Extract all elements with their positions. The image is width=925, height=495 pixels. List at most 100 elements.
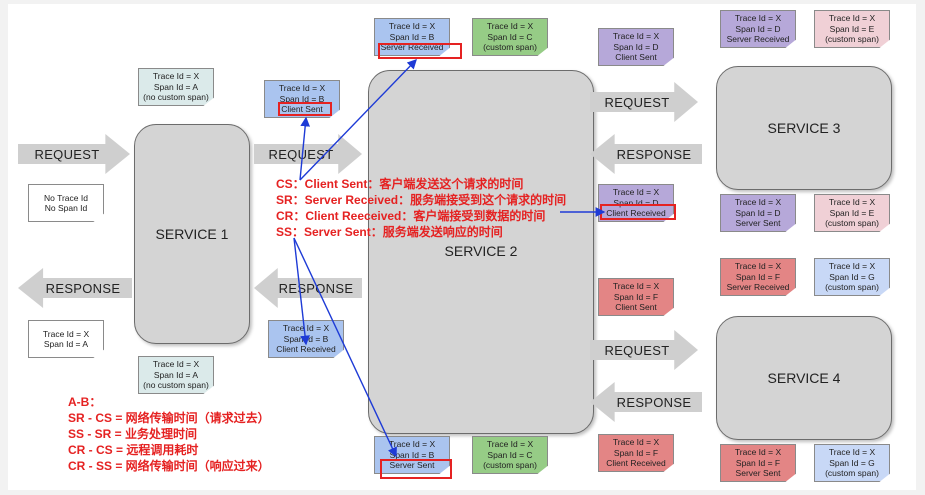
span-note-f-client-sent: Trace Id = X Span Id = F Client Sent bbox=[598, 278, 674, 316]
note-line: Span Id = F bbox=[735, 457, 781, 468]
note-line: Trace Id = X bbox=[828, 197, 876, 208]
note-line: Server Received bbox=[380, 42, 444, 53]
note-line: Span Id = C bbox=[487, 31, 533, 42]
span-note-b-client-received: Trace Id = X Span Id = B Client Received bbox=[268, 320, 344, 358]
span-note-a-bottom: Trace Id = X Span Id = A (no custom span… bbox=[138, 356, 214, 394]
timing-formulas: A-B： SR - CS = 网络传输时间（请求过去） SS - SR = 业务… bbox=[68, 394, 270, 474]
note-line: Span Id = D bbox=[613, 197, 659, 208]
highlight-client-sent bbox=[278, 102, 332, 116]
span-note-a-top: Trace Id = X Span Id = A (no custom span… bbox=[138, 68, 214, 106]
service-1-box: SERVICE 1 bbox=[134, 124, 250, 344]
note-line: Client Received bbox=[606, 208, 666, 219]
note-line: Span Id = E bbox=[829, 207, 875, 218]
note-line: (custom span) bbox=[825, 34, 879, 45]
note-line: (no custom span) bbox=[143, 380, 209, 391]
note-line: Server Received bbox=[726, 282, 790, 293]
span-note-e-bottom: Trace Id = X Span Id = E (custom span) bbox=[814, 194, 890, 232]
span-note-g-top: Trace Id = X Span Id = G (custom span) bbox=[814, 258, 890, 296]
note-line: Trace Id = X bbox=[278, 83, 326, 94]
span-note-g-bottom: Trace Id = X Span Id = G (custom span) bbox=[814, 444, 890, 482]
response-arrow-4-label: RESPONSE bbox=[616, 394, 692, 410]
note-line: (custom span) bbox=[825, 468, 879, 479]
note-line: Span Id = A bbox=[43, 339, 89, 349]
note-line: Span Id = E bbox=[829, 23, 875, 34]
span-note-f-client-received: Trace Id = X Span Id = F Client Received bbox=[598, 434, 674, 472]
note-line: Trace Id = X bbox=[612, 437, 660, 448]
note-line: Span Id = G bbox=[829, 271, 875, 282]
note-line: Trace Id = X bbox=[388, 439, 436, 450]
note-line: Span Id = D bbox=[735, 207, 781, 218]
span-note-b-server-received: Trace Id = X Span Id = B Server Received bbox=[374, 18, 450, 56]
definition-sr: SR：Server Received：服务端接受到这个请求的时间 bbox=[276, 193, 567, 207]
note-line: (custom span) bbox=[825, 282, 879, 293]
note-line: Span Id = A bbox=[153, 81, 199, 92]
request-arrow-4-label: REQUEST bbox=[604, 342, 670, 358]
response-arrow-3: RESPONSE bbox=[590, 134, 702, 174]
highlight-server-received bbox=[378, 43, 462, 59]
highlight-server-sent bbox=[380, 459, 452, 479]
note-line: Client Sent bbox=[615, 52, 657, 63]
request-arrow-2-label: REQUEST bbox=[268, 146, 334, 162]
note-line: Span Id = C bbox=[487, 449, 533, 460]
note-line: (custom span) bbox=[483, 42, 537, 53]
note-line: Trace Id = X bbox=[734, 261, 782, 272]
response-arrow-1: RESPONSE bbox=[18, 268, 132, 308]
note-line: Span Id = B bbox=[389, 31, 435, 42]
request-arrow-2: REQUEST bbox=[254, 134, 362, 174]
note-line: Span Id = F bbox=[735, 271, 781, 282]
note-line: Trace Id = X bbox=[388, 21, 436, 32]
span-note-no-trace: No Trace Id No Span Id bbox=[28, 184, 104, 222]
highlight-client-received bbox=[600, 204, 676, 220]
note-line: Client Sent bbox=[615, 302, 657, 313]
definition-cs: CS：Client Sent：客户端发送这个请求的时间 bbox=[276, 177, 524, 191]
note-line: (custom span) bbox=[825, 218, 879, 229]
note-line: Span Id = B bbox=[389, 449, 435, 460]
note-line: Client Received bbox=[276, 344, 336, 355]
request-arrow-1-label: REQUEST bbox=[34, 146, 100, 162]
span-note-f-server-sent: Trace Id = X Span Id = F Server Sent bbox=[720, 444, 796, 482]
span-note-d-server-received: Trace Id = X Span Id = D Server Received bbox=[720, 10, 796, 48]
span-note-c-bottom: Trace Id = X Span Id = C (custom span) bbox=[472, 436, 548, 474]
span-note-e-top: Trace Id = X Span Id = E (custom span) bbox=[814, 10, 890, 48]
service-2-label: SERVICE 2 bbox=[444, 243, 518, 259]
request-arrow-3: REQUEST bbox=[590, 82, 698, 122]
note-line: Server Received bbox=[726, 34, 790, 45]
response-arrow-3-label: RESPONSE bbox=[616, 146, 692, 162]
response-arrow-2-label: RESPONSE bbox=[278, 280, 354, 296]
service-4-box: SERVICE 4 bbox=[716, 316, 892, 440]
definition-cr: CR：Client Reeceived：客户端接受到数据的时间 bbox=[276, 209, 546, 223]
definition-ss: SS：Server Sent：服务端发送响应的时间 bbox=[276, 225, 503, 239]
note-line: Span Id = F bbox=[613, 291, 659, 302]
note-line: Client Received bbox=[606, 458, 666, 469]
note-line: (custom span) bbox=[483, 460, 537, 471]
service-3-box: SERVICE 3 bbox=[716, 66, 892, 190]
note-line: No Trace Id bbox=[44, 192, 88, 203]
formula-sr-cs: SR - CS = 网络传输时间（请求过去） bbox=[68, 411, 270, 425]
span-note-d-client-received: Trace Id = X Span Id = D Client Received bbox=[598, 184, 674, 222]
formula-cr-cs: CR - CS = 远程调用耗时 bbox=[68, 443, 199, 457]
span-note-a-response: Trace Id = X Span Id = A bbox=[28, 320, 104, 358]
note-line: No Span Id bbox=[44, 203, 88, 213]
formula-cr-ss: CR - SS = 网络传输时间（响应过来） bbox=[68, 459, 270, 473]
note-line: (no custom span) bbox=[143, 92, 209, 103]
note-line: Trace Id = X bbox=[486, 21, 534, 32]
request-arrow-1: REQUEST bbox=[18, 134, 130, 174]
note-line: Span Id = D bbox=[613, 41, 659, 52]
note-line: Span Id = F bbox=[613, 447, 659, 458]
response-arrow-1-label: RESPONSE bbox=[45, 280, 121, 296]
span-event-definitions: CS：Client Sent：客户端发送这个请求的时间 SR：Server Re… bbox=[276, 176, 566, 240]
note-line: Trace Id = X bbox=[152, 71, 200, 82]
note-line: Span Id = A bbox=[153, 369, 199, 380]
note-line: Span Id = B bbox=[283, 333, 329, 344]
request-arrow-3-label: REQUEST bbox=[604, 94, 670, 110]
note-line: Trace Id = X bbox=[734, 447, 782, 458]
note-line: Trace Id = X bbox=[42, 328, 90, 339]
note-line: Trace Id = X bbox=[152, 359, 200, 370]
response-arrow-4: RESPONSE bbox=[590, 382, 702, 422]
formula-title: A-B： bbox=[68, 395, 102, 409]
note-line: Server Sent bbox=[735, 218, 781, 229]
note-line: Trace Id = X bbox=[612, 187, 660, 198]
formula-ss-sr: SS - SR = 业务处理时间 bbox=[68, 427, 198, 441]
note-line: Trace Id = X bbox=[612, 281, 660, 292]
note-line: Trace Id = X bbox=[486, 439, 534, 450]
